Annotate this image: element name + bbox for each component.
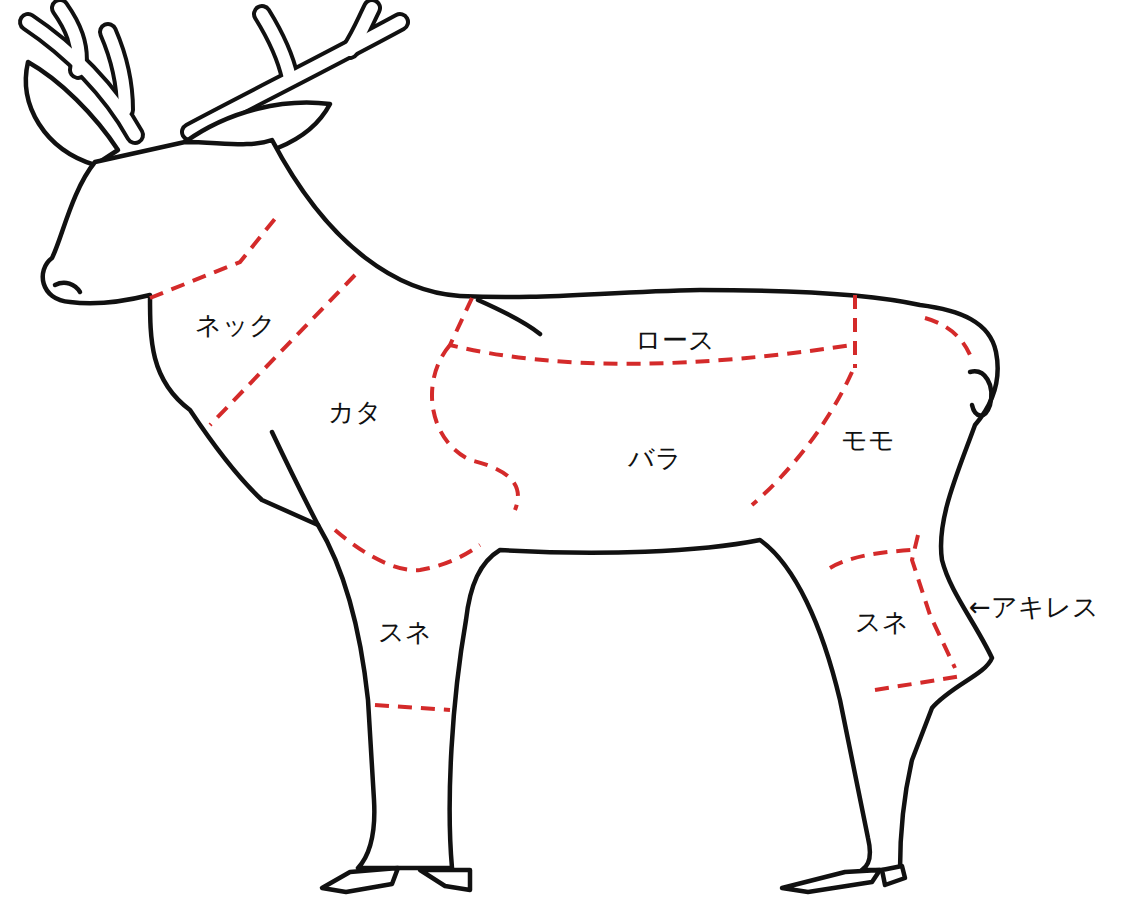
cut-line xyxy=(925,318,972,360)
inner-lines xyxy=(55,283,540,525)
ear xyxy=(26,62,118,165)
antler xyxy=(262,14,290,78)
part-label: ←アキレス xyxy=(966,591,1102,624)
cut-line xyxy=(432,345,518,510)
cut-line xyxy=(830,550,912,568)
nostril xyxy=(55,283,80,292)
cut-lines xyxy=(150,215,972,710)
deer-body xyxy=(43,140,998,870)
cut-line xyxy=(752,372,852,505)
cut-line xyxy=(450,298,852,364)
leg-line xyxy=(272,432,318,525)
antler xyxy=(60,8,79,70)
antler xyxy=(350,8,372,50)
antler xyxy=(108,32,125,110)
part-label: スネ xyxy=(375,616,435,649)
cut-line xyxy=(912,535,955,668)
hoof xyxy=(882,866,905,885)
part-label: バラ xyxy=(625,442,685,475)
hoof xyxy=(782,870,880,892)
part-label: カタ xyxy=(325,396,385,429)
hoof xyxy=(420,870,470,890)
shoulder-line xyxy=(478,300,540,334)
cut-line xyxy=(335,530,480,570)
hoof xyxy=(322,868,398,892)
antler xyxy=(262,14,290,78)
part-label: ネック xyxy=(192,309,279,342)
cut-line xyxy=(150,215,278,298)
cut-line xyxy=(853,295,857,368)
cut-line xyxy=(375,705,450,710)
part-label: モモ xyxy=(838,424,898,457)
cut-line xyxy=(875,676,962,690)
deer-outline xyxy=(26,62,998,892)
part-label: ロース xyxy=(632,324,718,357)
part-label: スネ xyxy=(852,606,912,639)
tail xyxy=(970,371,991,415)
